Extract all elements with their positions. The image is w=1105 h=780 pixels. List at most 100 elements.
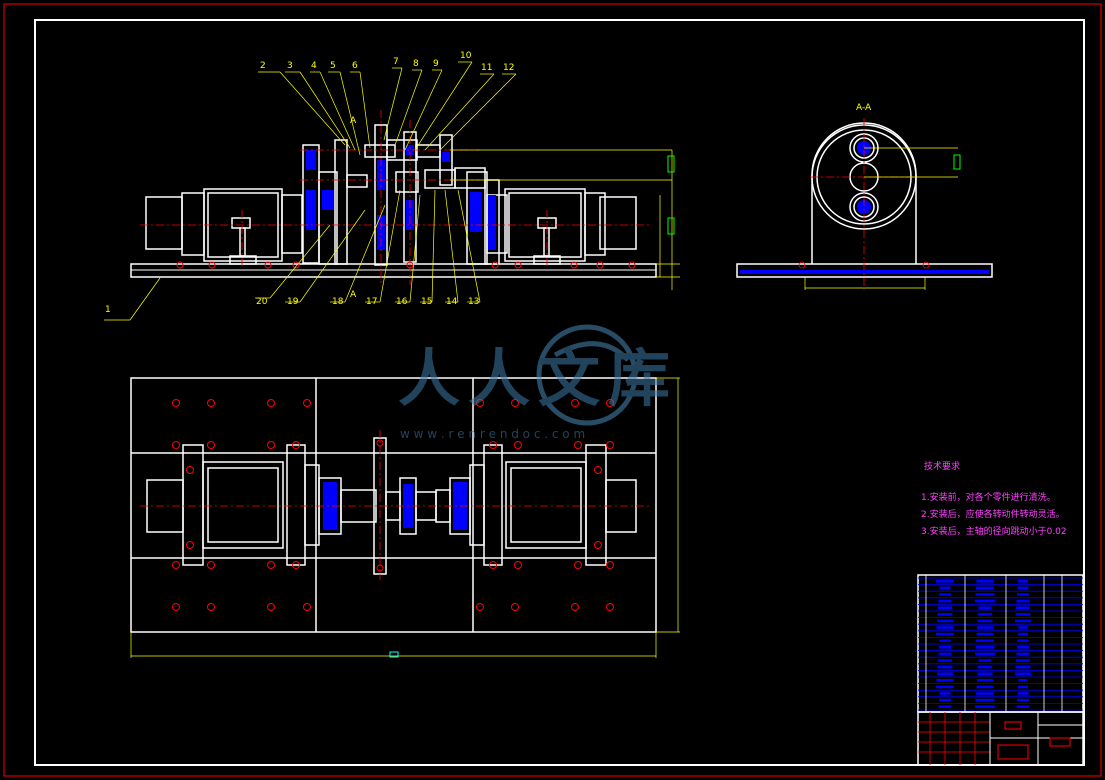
parts-list-entry [975, 652, 995, 656]
parts-list-entry [1016, 606, 1030, 609]
parts-list-entry [978, 665, 992, 669]
parts-list-entry [1016, 659, 1030, 662]
parts-list-entry [1017, 593, 1029, 596]
callout-10: 10 [460, 51, 472, 61]
title-block [917, 711, 1084, 766]
callout-12: 12 [503, 63, 514, 73]
parts-list-entry [937, 665, 953, 669]
parts-list-entry [938, 599, 952, 603]
parts-list [917, 574, 1084, 713]
watermark-url: w w w . r e n r e n d o c . c o m [400, 427, 585, 441]
parts-list-entry [1017, 698, 1029, 702]
parts-list-entry [936, 679, 954, 682]
parts-list-entry [938, 606, 952, 609]
callout-13: 13 [468, 297, 479, 307]
callout-6: 6 [352, 61, 358, 71]
parts-list-entry [977, 619, 993, 623]
parts-list-entry [978, 613, 992, 616]
parts-list-entry [938, 652, 952, 656]
parts-list-entry [937, 613, 953, 616]
callout-numbers: 1 2 3 4 5 6 7 8 9 10 11 12 13 14 15 16 1… [105, 51, 514, 315]
parts-list-entry [939, 639, 951, 642]
tech-req-item-2: 2.安装后，应使各转动件转动灵活。 [921, 508, 1065, 520]
parts-list-entry [936, 626, 954, 629]
parts-list-entry [1015, 613, 1031, 616]
top-view [130, 377, 657, 633]
callout-16: 16 [396, 297, 408, 307]
watermark: 人人文库 w w w . r e n r e n d o c . c o m [398, 324, 678, 441]
front-center-lines [140, 110, 650, 285]
parts-list-entry [976, 632, 994, 636]
parts-list-entry [975, 599, 995, 603]
callout-leaders [104, 61, 517, 321]
tech-req-item-3: 3.安装后，主轴的径向跳动小于0.02 [921, 525, 1067, 537]
parts-list-entry [977, 679, 993, 682]
top-view-holes [172, 399, 614, 611]
parts-list-entry [977, 626, 993, 629]
parts-list-entry [936, 580, 954, 583]
parts-list-entry [978, 606, 992, 609]
parts-list-entry [975, 698, 995, 702]
parts-list-entry [976, 692, 994, 695]
callout-20: 20 [256, 297, 268, 307]
front-view [130, 124, 657, 278]
section-view: A-A [736, 103, 993, 290]
parts-list-entry [978, 659, 992, 662]
parts-list-entry [1017, 639, 1029, 642]
parts-list-entry [976, 580, 994, 583]
callout-18: 18 [332, 297, 344, 307]
callout-15: 15 [421, 297, 432, 307]
callout-2: 2 [260, 61, 266, 71]
parts-list-entry [936, 685, 954, 689]
parts-list-entry [1018, 679, 1028, 682]
callout-1: 1 [105, 305, 111, 315]
view-marker-a-bottom: A [350, 290, 357, 300]
parts-list-entry [1015, 665, 1031, 669]
front-dimensions [450, 149, 680, 290]
parts-list-entry [938, 659, 952, 662]
callout-4: 4 [311, 61, 317, 71]
tech-req-heading: 技术要求 [924, 460, 960, 472]
parts-list-entry [1016, 599, 1030, 603]
parts-list-entry [976, 685, 994, 689]
parts-list-entry [1018, 626, 1028, 629]
parts-list-entry [977, 672, 993, 675]
parts-list-entry [937, 619, 953, 623]
callout-8: 8 [413, 59, 419, 69]
parts-list-entry [1017, 692, 1029, 695]
front-dim-marks [667, 155, 675, 235]
callout-17: 17 [366, 297, 377, 307]
view-marker-a: A [350, 116, 357, 126]
parts-list-entry [975, 646, 995, 649]
callout-3: 3 [287, 61, 293, 71]
parts-list-entry [1018, 580, 1028, 583]
sheet-border [3, 3, 1102, 777]
callout-5: 5 [330, 61, 336, 71]
parts-list-entry [1015, 672, 1031, 675]
callout-19: 19 [287, 297, 299, 307]
parts-list-entry [975, 593, 995, 596]
dim-mark-bottom [389, 651, 399, 658]
callout-7: 7 [393, 57, 399, 67]
top-dimensions [130, 377, 680, 658]
parts-list-entry [976, 586, 994, 590]
watermark-text: 人人文库 [398, 342, 678, 415]
parts-list-entry [976, 639, 994, 642]
parts-list-entry [1017, 646, 1029, 649]
parts-list-entry [938, 705, 952, 708]
callout-11: 11 [481, 63, 492, 73]
parts-list-entry [939, 692, 951, 695]
drawing-frame [34, 19, 1085, 766]
tech-req-item-1: 1.安装前，对各个零件进行清洗。 [921, 491, 1056, 503]
parts-list-entry [1017, 586, 1029, 590]
parts-list-entry [1015, 619, 1031, 623]
top-center-lines [140, 430, 650, 580]
section-label: A-A [856, 103, 872, 113]
parts-list-entry [1016, 652, 1030, 656]
callout-14: 14 [446, 297, 458, 307]
parts-list-entry [975, 705, 995, 708]
parts-list-entry [936, 632, 954, 636]
parts-list-entry [1018, 685, 1028, 689]
parts-list-entry [937, 672, 953, 675]
